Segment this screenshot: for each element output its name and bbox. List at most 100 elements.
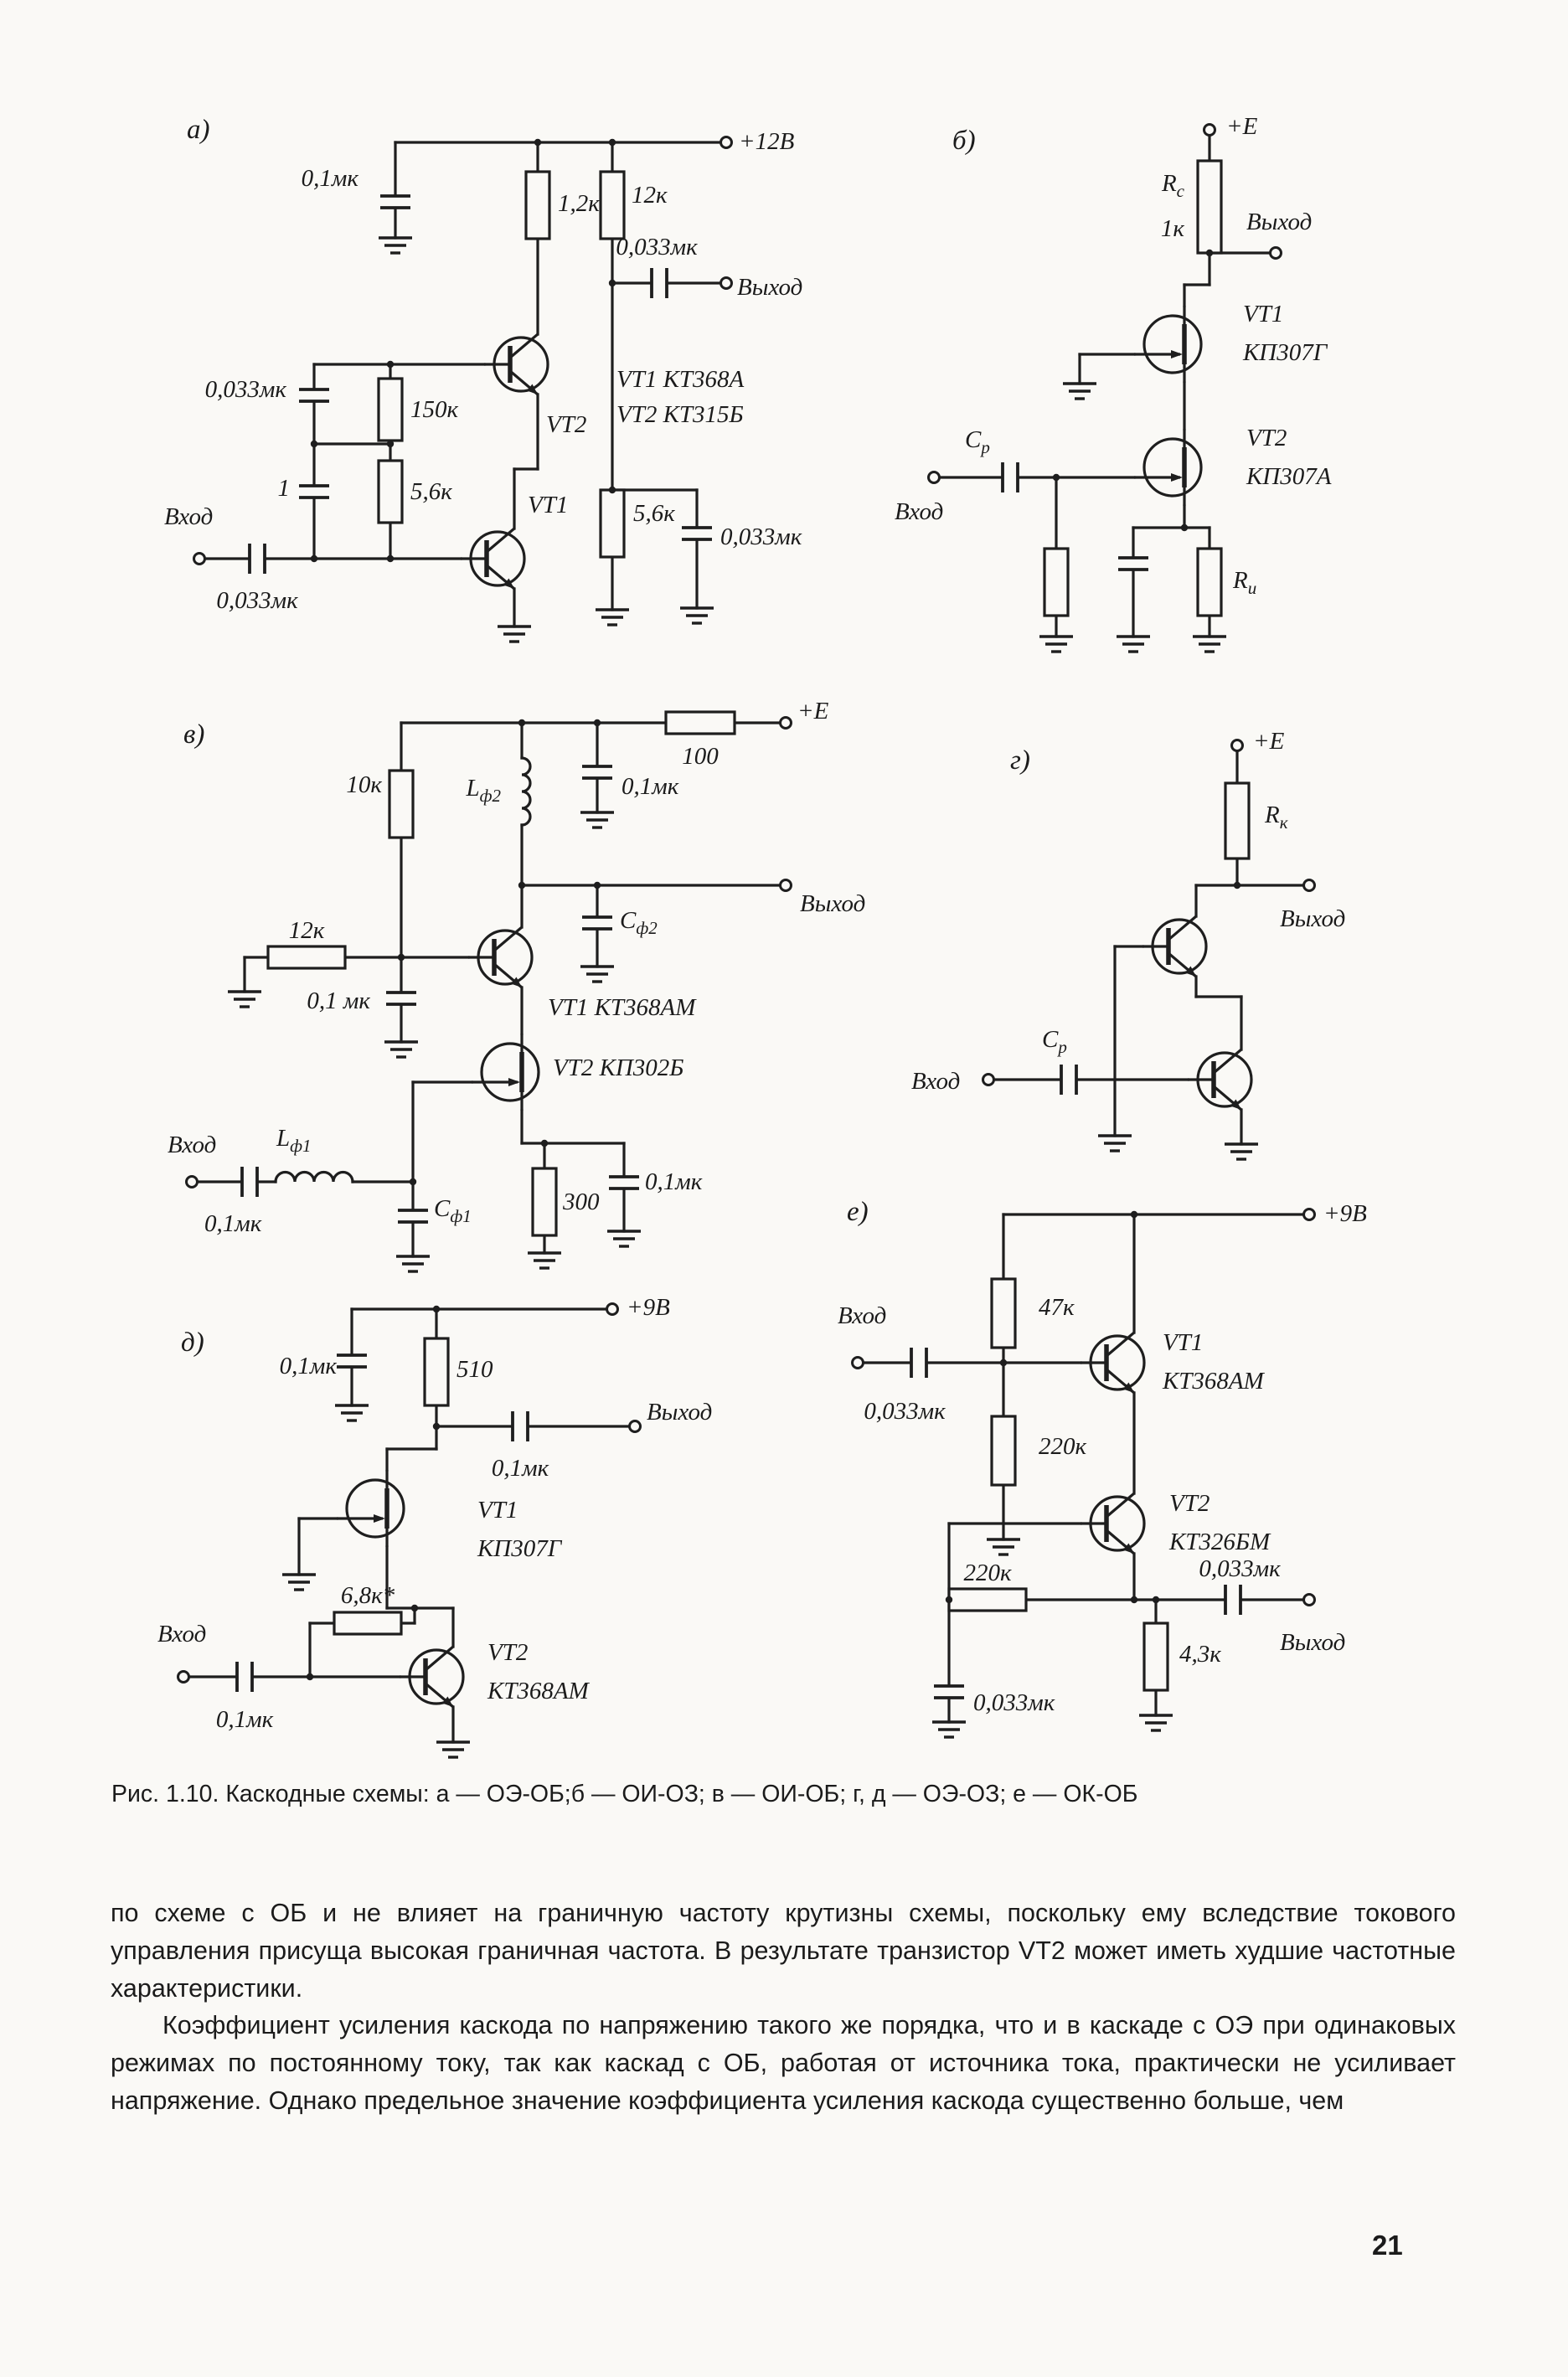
output-terminal bbox=[1302, 1593, 1316, 1606]
label-b-rc: Rс bbox=[1161, 170, 1185, 201]
transistor-vt2-v bbox=[472, 1034, 539, 1111]
circuit-b-letter: б) bbox=[952, 126, 976, 156]
ground-symbol bbox=[383, 1040, 420, 1059]
transistor-vt1-d bbox=[337, 1470, 404, 1547]
circuit-d-letter: д) bbox=[181, 1328, 204, 1358]
label-v-lf1: Lф1 bbox=[276, 1125, 312, 1156]
label-v-c2: 0,1 мк bbox=[307, 987, 370, 1014]
label-a-type2: VT2 КТ315Б bbox=[616, 401, 744, 428]
label-d-vt2: VT2 bbox=[487, 1639, 528, 1666]
label-a-r4: 5,6к bbox=[410, 478, 452, 505]
body-text: по схеме с ОБ и не влияет на граничную ч… bbox=[111, 1895, 1456, 2120]
ground-symbol bbox=[931, 1720, 967, 1739]
ground-symbol bbox=[1115, 635, 1152, 653]
label-e-r1: 47к bbox=[1039, 1294, 1075, 1321]
circuit-e-wires bbox=[861, 1213, 1305, 1724]
circuit-a-components bbox=[248, 170, 713, 575]
circuit-v-schematic: в) +E 10к Lф2 100 0,1мк Выход 12к Cф2 0,… bbox=[168, 698, 865, 1273]
circuit-e-components bbox=[910, 1277, 1242, 1699]
label-b-cp: Cр bbox=[965, 426, 990, 457]
circuit-a-schematic: а) +12В 0,1мк 1,2к 12к 0,033мк Выход 0,0… bbox=[164, 115, 802, 643]
circuit-d-components bbox=[235, 1337, 529, 1693]
input-terminal bbox=[851, 1356, 864, 1369]
circuit-e-junctions bbox=[945, 1210, 1160, 1604]
label-v-c1: 0,1мк bbox=[622, 773, 679, 800]
figure-caption: Рис. 1.10. Каскодные схемы: а — ОЭ-ОБ;б … bbox=[111, 1781, 1138, 1807]
circuit-g-junctions bbox=[1233, 881, 1241, 889]
ground-symbol bbox=[1061, 382, 1098, 400]
label-e-out: Выход bbox=[1280, 1629, 1345, 1656]
label-a-vt1: VT1 bbox=[528, 492, 568, 518]
output-terminal bbox=[720, 276, 733, 290]
circuit-b-junctions bbox=[1052, 249, 1214, 532]
input-terminal bbox=[927, 471, 941, 484]
label-a-c-mid: 1 bbox=[278, 475, 291, 502]
label-a-c-out: 0,033мк bbox=[616, 234, 698, 260]
label-a-r2: 12к bbox=[632, 182, 668, 209]
label-b-out: Выход bbox=[1246, 209, 1312, 235]
label-a-supply: +12В bbox=[739, 128, 795, 155]
label-v-c-in: 0,1мк bbox=[204, 1210, 262, 1237]
label-e-r2: 220к bbox=[1039, 1433, 1087, 1460]
label-d-vt1: VT1 bbox=[477, 1497, 518, 1524]
circuit-g-letter: г) bbox=[1010, 745, 1030, 776]
label-v-c3: 0,1мк bbox=[645, 1168, 703, 1195]
label-e-c-in: 0,033мк bbox=[864, 1398, 946, 1425]
circuit-v-components bbox=[240, 710, 736, 1237]
label-g-in: Вход bbox=[911, 1068, 960, 1095]
label-d-supply: +9В bbox=[627, 1294, 670, 1321]
transistor-vt2-e bbox=[1081, 1493, 1144, 1554]
label-v-r4: 300 bbox=[562, 1188, 600, 1215]
label-b-vt2: VT2 bbox=[1246, 425, 1287, 451]
supply-terminal bbox=[606, 1302, 619, 1316]
input-terminal bbox=[193, 552, 206, 565]
circuit-a-junctions bbox=[310, 138, 616, 563]
label-b-vt1-type: КП307Г bbox=[1242, 339, 1328, 366]
label-b-in: Вход bbox=[895, 498, 943, 525]
label-a-c-top: 0,1мк bbox=[302, 165, 359, 192]
label-e-in: Вход bbox=[838, 1302, 886, 1329]
label-e-vt2-type: КТ326БМ bbox=[1168, 1529, 1271, 1555]
ground-symbol bbox=[985, 1538, 1022, 1556]
page-number: 21 bbox=[1372, 2230, 1403, 2261]
label-e-r4: 4,3к bbox=[1179, 1641, 1221, 1668]
circuit-e-letter: е) bbox=[847, 1197, 869, 1227]
label-g-out: Выход bbox=[1280, 905, 1345, 932]
circuit-d-wires bbox=[188, 1307, 631, 1744]
label-b-ri: Rи bbox=[1232, 567, 1256, 598]
label-d-in: Вход bbox=[157, 1621, 206, 1647]
label-e-supply: +9В bbox=[1323, 1200, 1367, 1227]
label-d-c1: 0,1мк bbox=[280, 1353, 338, 1379]
input-terminal bbox=[177, 1670, 190, 1683]
output-terminal bbox=[1269, 246, 1282, 260]
label-v-cf2: Cф2 bbox=[620, 907, 658, 938]
label-a-r5: 5,6к bbox=[633, 500, 675, 527]
label-v-lf2: Lф2 bbox=[465, 775, 501, 806]
label-d-vt2-type: КТ368АМ bbox=[487, 1678, 591, 1704]
label-a-r3: 150к bbox=[410, 396, 459, 423]
label-g-cp: Cр bbox=[1042, 1026, 1067, 1057]
label-a-c-in: 0,033мк bbox=[216, 587, 298, 614]
supply-terminal bbox=[720, 136, 733, 149]
label-d-r1: 510 bbox=[456, 1356, 493, 1383]
ground-symbol bbox=[435, 1740, 472, 1759]
label-a-out: Выход bbox=[737, 274, 802, 301]
label-v-r2: 100 bbox=[682, 743, 719, 770]
circuit-g-schematic: г) +E Rк Выход Cр Вход bbox=[911, 728, 1345, 1161]
supply-terminal bbox=[1203, 123, 1216, 137]
ground-symbol bbox=[1038, 635, 1075, 653]
circuit-e-schematic: е) +9В Вход 47к 0,033мк 220к VT1 КТ368АМ… bbox=[838, 1197, 1367, 1739]
label-d-vt1-type: КП307Г bbox=[477, 1535, 563, 1562]
transistor-vt2-g bbox=[1188, 1049, 1251, 1110]
output-terminal bbox=[779, 879, 792, 892]
ground-symbol bbox=[1137, 1714, 1174, 1732]
label-v-in: Вход bbox=[168, 1132, 216, 1158]
circuit-b-schematic: б) +E Rс 1к Выход VT1 КП307Г VT2 КП307А … bbox=[895, 113, 1332, 653]
label-d-c-in: 0,1мк bbox=[216, 1706, 274, 1733]
transistor-vt1-v bbox=[468, 927, 532, 987]
ground-symbol bbox=[496, 625, 533, 643]
label-g-supply: +E bbox=[1253, 728, 1285, 755]
label-e-vt1: VT1 bbox=[1163, 1329, 1203, 1356]
label-d-r2: 6,8к* bbox=[341, 1582, 395, 1609]
